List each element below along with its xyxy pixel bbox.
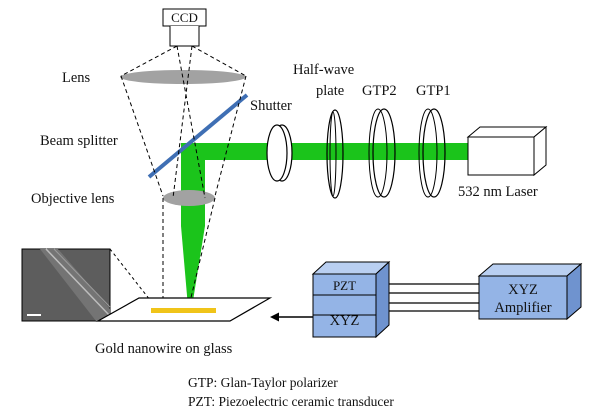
sample-label: Gold nanowire on glass [95,341,233,357]
xyz-stage-label: XYZ [330,313,360,329]
xyz-amplifier [477,262,583,321]
beam-splitter [147,93,249,179]
objective-lens [163,190,215,206]
gtp2-polarizer-inner [368,108,388,198]
shutter-label: Shutter [250,98,292,114]
gtp2-polarizer [372,108,396,198]
pzt-label: PZT [333,278,356,293]
sem-inset-image [21,248,111,322]
gtp2-label: GTP2 [362,83,397,99]
laser-beam-horizontal [195,143,470,160]
control-cables [389,283,479,312]
imaging-rays [120,45,247,311]
half-wave-plate [326,109,344,199]
half-wave-label-line1: Half-wave [293,62,354,78]
ccd-label: CCD [171,10,198,25]
half-wave-plate-inner [329,111,337,197]
amplifier-label-line1: XYZ [508,282,538,298]
lens-label: Lens [62,70,91,86]
gold-nanowire [151,308,216,313]
laser-label: 532 nm Laser [458,184,538,200]
gtp1-polarizer [422,108,446,198]
half-wave-label-line2: plate [316,83,344,99]
laser-beam-vertical [181,143,205,307]
beam-splitter-label: Beam splitter [40,133,118,149]
arrow-head [270,312,279,322]
gtp1-label: GTP1 [416,83,451,99]
objective-lens-label: Objective lens [31,191,115,207]
legend-pzt: PZT: Piezoelectric ceramic transducer [188,394,394,409]
laser-source [466,125,548,177]
gtp1-polarizer-inner [418,108,438,198]
amplifier-label-line2: Amplifier [494,300,551,316]
pzt-stage [311,260,391,339]
legend-gtp: GTP: Glan-Taylor polarizer [188,375,338,390]
ccd-camera: CCD [162,8,207,47]
shutter-front [266,124,288,182]
